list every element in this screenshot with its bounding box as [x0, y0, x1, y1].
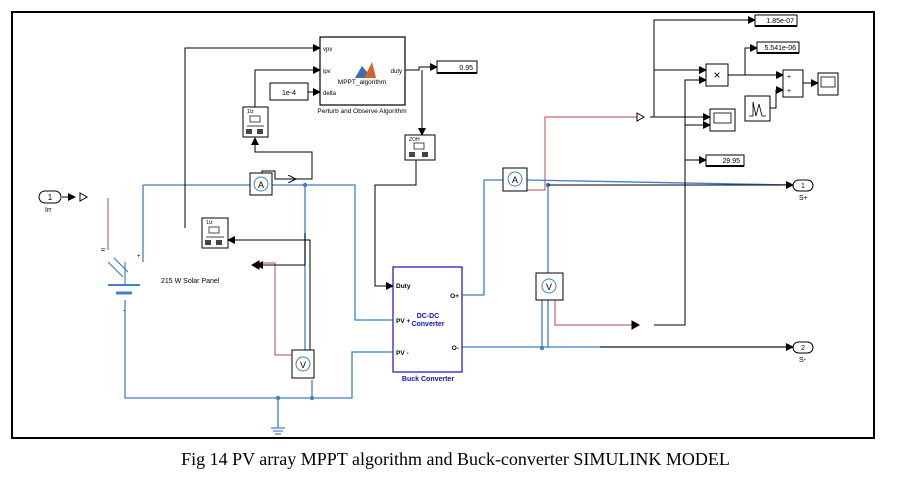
svg-text:2: 2	[801, 345, 805, 352]
svg-text:5.541e-06: 5.541e-06	[764, 45, 796, 52]
junction-dots	[275, 182, 551, 401]
figure-caption: Fig 14 PV array MPPT algorithm and Buck-…	[181, 449, 730, 469]
sum-block[interactable]: + +	[782, 69, 804, 98]
voltmeter-panel[interactable]: V	[291, 349, 315, 379]
solar-panel[interactable]: Ir + - 215 W Solar Panel	[99, 248, 220, 314]
product-block[interactable]: ×	[705, 63, 729, 87]
svg-text:-: -	[123, 308, 125, 314]
ground-icon	[271, 427, 285, 435]
svg-text:ipv: ipv	[323, 69, 331, 75]
svg-text:1: 1	[48, 193, 53, 202]
scope-sum[interactable]	[817, 72, 839, 96]
svg-text:O-: O-	[452, 345, 459, 352]
ammeter-panel[interactable]: A	[249, 172, 273, 196]
svg-text:duty: duty	[391, 69, 402, 75]
goto-triangles	[79, 112, 646, 330]
svg-text:MPPT_algorithm: MPPT_algorithm	[338, 79, 386, 86]
figure-frame	[11, 11, 875, 439]
svg-text:Duty: Duty	[396, 283, 411, 290]
svg-text:Converter: Converter	[411, 321, 444, 328]
unit-delay-vpv[interactable]: 1/z	[201, 217, 229, 249]
svg-text:Irr: Irr	[45, 207, 52, 214]
svg-text:1/z: 1/z	[206, 220, 213, 226]
svg-text:S+: S+	[799, 195, 808, 202]
display-duty: 0.95	[436, 60, 478, 74]
scope-measure[interactable]	[709, 108, 736, 132]
svg-text:A: A	[258, 180, 264, 190]
mppt-caption: Perturb and Observe Algorithm	[317, 108, 406, 115]
svg-text:Ir: Ir	[99, 248, 105, 252]
svg-text:PV +: PV +	[396, 318, 410, 325]
svg-text:1/z: 1/z	[247, 109, 254, 115]
svg-text:ZOH: ZOH	[409, 137, 420, 143]
svg-text:1: 1	[801, 183, 805, 190]
svg-text:S-: S-	[799, 357, 807, 364]
svg-text:A: A	[512, 175, 518, 185]
svg-text:delta: delta	[323, 91, 337, 97]
display-d2: 5.541e-06	[756, 41, 800, 54]
svg-text:×: ×	[713, 68, 720, 82]
svg-text:+: +	[787, 88, 791, 95]
svg-text:0.95: 0.95	[459, 65, 473, 72]
matlab-function-icon	[355, 62, 376, 78]
ammeter-load[interactable]: A	[502, 167, 528, 192]
svg-text:1e-4: 1e-4	[282, 90, 296, 97]
svg-text:DC-DC: DC-DC	[417, 313, 440, 320]
signal-lines	[62, 16, 819, 351]
svg-text:+: +	[137, 254, 141, 260]
display-d3: 29.95	[705, 154, 745, 167]
outport-s-minus[interactable]: 2 S-	[792, 341, 814, 364]
mppt-algorithm-block[interactable]: vpv ipv delta duty MPPT_algorithm Pertur…	[317, 36, 407, 115]
zero-order-hold[interactable]: ZOH	[404, 134, 436, 161]
buck-converter-caption: Buck Converter	[402, 376, 454, 383]
svg-text:29.95: 29.95	[722, 158, 740, 165]
measurement-wires	[107, 116, 637, 356]
inport-irr[interactable]: 1 Irr	[38, 190, 62, 214]
outport-s-plus[interactable]: 1 S+	[792, 179, 814, 202]
svg-text:V: V	[546, 282, 552, 292]
svg-text:PV -: PV -	[396, 350, 409, 357]
unit-delay-ipv[interactable]: 1/z	[242, 106, 269, 138]
svg-text:vpv: vpv	[323, 47, 332, 53]
display-d1: 1.85e-07	[754, 14, 798, 27]
svg-text:V: V	[300, 360, 306, 370]
solar-panel-label: 215 W Solar Panel	[161, 278, 220, 285]
svg-text:O+: O+	[450, 293, 459, 300]
buck-converter[interactable]: Duty PV + PV - O+ O- DC-DC Converter Buc…	[392, 266, 463, 383]
constant-delta[interactable]: 1e-4	[269, 82, 309, 101]
svg-text:1.85e-07: 1.85e-07	[766, 18, 794, 25]
signal-source[interactable]	[744, 95, 771, 122]
voltmeter-load[interactable]: V	[535, 272, 564, 301]
svg-text:+: +	[787, 74, 791, 81]
